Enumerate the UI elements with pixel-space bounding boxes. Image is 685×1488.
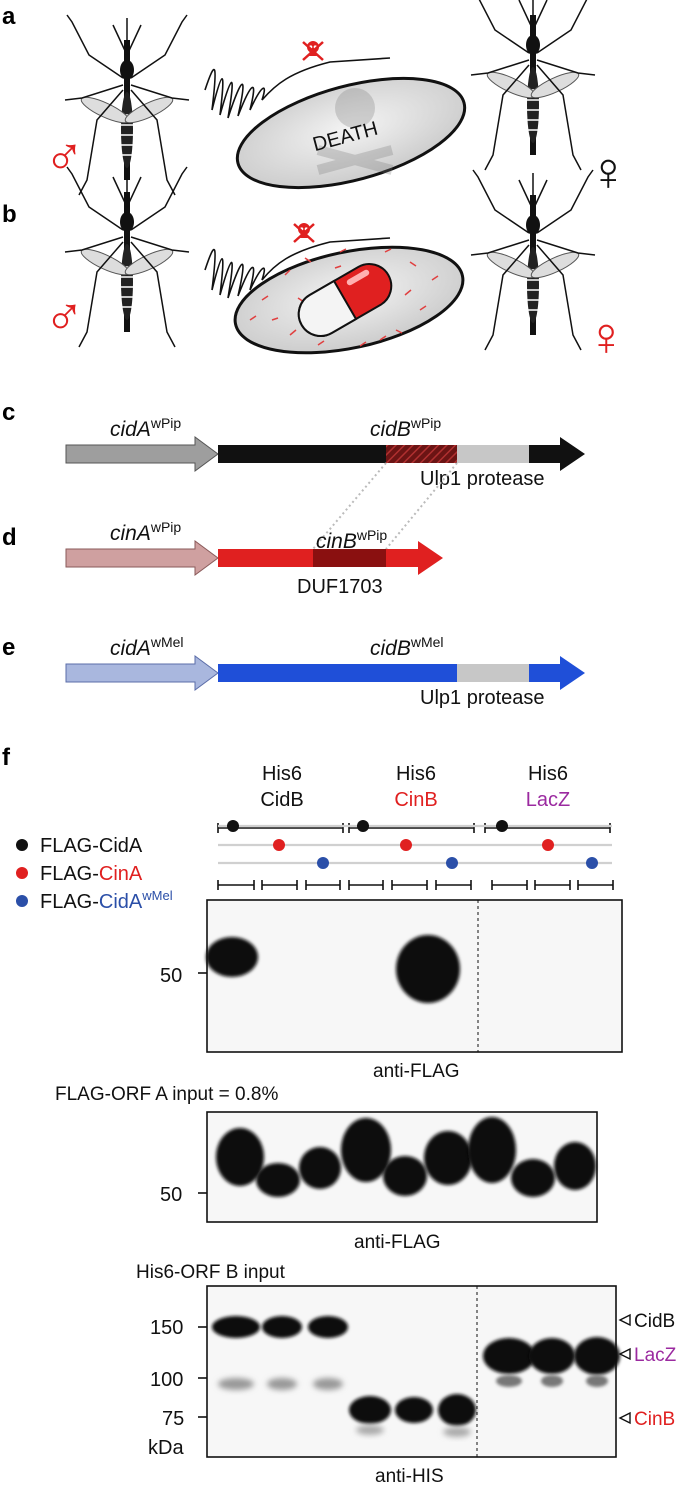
panel-label-a: a [2, 3, 16, 30]
cinA-wPip-gene-arrow [65, 540, 219, 576]
blot2-caption: anti-FLAG [354, 1232, 441, 1253]
his6-group-label: His6 [528, 763, 568, 785]
blot3-title: His6-ORF B input [136, 1262, 286, 1283]
legend: FLAG-CidA FLAG-CinA FLAG-CidAwMel [16, 835, 173, 913]
his6-group-label: His6 [396, 763, 436, 785]
legend-dot-cinA [16, 867, 28, 879]
panel-label-d: d [2, 524, 17, 551]
blot-1 [198, 899, 623, 1053]
lane-dots [227, 820, 598, 869]
skull-icon [301, 39, 325, 62]
sperm-icon [204, 237, 391, 299]
his6-group-label: His6 [262, 763, 302, 785]
panel-label-e: e [2, 634, 15, 661]
kda-unit-label: kDa [148, 1437, 184, 1459]
sperm-icon [204, 57, 391, 119]
female-mosquito-icon [471, 170, 595, 350]
band-label-cinB: CinB [634, 1409, 675, 1430]
ulp1-protease-domain [457, 445, 529, 463]
male-symbol-icon: ♂ [44, 127, 85, 187]
blot3-caption: anti-HIS [375, 1466, 444, 1487]
faded-skull-icon [316, 88, 394, 175]
domain-label-ulp1: Ulp1 protease [420, 687, 545, 709]
his6-group-protein: CinB [394, 789, 437, 811]
his6-group-protein: LacZ [526, 789, 570, 811]
lane-brackets [217, 880, 614, 890]
gene-label-cinB: cinBwPip [316, 527, 387, 553]
legend-label: FLAG-CidAwMel [40, 888, 173, 913]
antidote-capsule-icon [297, 263, 393, 337]
group-brackets [217, 823, 611, 833]
legend-dot-cidA [16, 839, 28, 851]
blot3-marker: 100 [150, 1369, 183, 1391]
homology-connector [385, 462, 458, 550]
ulp1-protease-domain [457, 664, 529, 682]
cidB-wMel-gene-arrow [218, 656, 585, 690]
band-arrow-icons [618, 1313, 631, 1425]
blot-band [206, 937, 258, 977]
female-mosquito-icon [471, 0, 595, 170]
blot3-marker: 75 [162, 1408, 184, 1430]
domain-label-ulp1: Ulp1 protease [420, 468, 545, 490]
blot1-marker: 50 [160, 965, 182, 987]
skull-icon [292, 221, 316, 244]
duf1703-domain [313, 549, 386, 567]
legend-dot-cidA-wMel [16, 895, 28, 907]
blot1-caption: anti-FLAG [373, 1061, 460, 1082]
female-symbol-icon: ♀ [588, 142, 629, 202]
band-label-lacZ: LacZ [634, 1345, 677, 1366]
panel-label-b: b [2, 201, 17, 228]
gene-label-cinA: cinAwPip [110, 519, 181, 545]
homology-connector [312, 462, 387, 550]
blot-2 [198, 1111, 598, 1223]
cidA-wPip-gene-arrow [65, 436, 219, 472]
panel-label-f: f [2, 744, 11, 771]
duf1703-homolog-domain [386, 445, 457, 463]
cidA-wMel-gene-arrow [65, 655, 219, 691]
gene-label-cidB: cidBwPip [370, 415, 441, 441]
male-symbol-icon: ♂ [44, 287, 85, 347]
antidote-particles [249, 248, 439, 347]
embryo-egg [235, 76, 467, 190]
blot-3 [198, 1285, 620, 1458]
legend-label: FLAG-CinA [40, 863, 143, 885]
blot2-title: FLAG-ORF A input = 0.8% [55, 1084, 278, 1105]
gene-label-cidA-wMel: cidAwMel [110, 634, 184, 660]
band-label-cidB: CidB [634, 1311, 675, 1332]
female-symbol-icon: ♀ [586, 307, 627, 367]
blot-band [396, 935, 460, 1003]
panel-label-c: c [2, 399, 15, 426]
gene-label-cidB-wMel: cidBwMel [370, 634, 444, 660]
domain-label-duf1703: DUF1703 [297, 576, 383, 598]
gene-label-cidA: cidAwPip [110, 415, 181, 441]
blot2-marker: 50 [160, 1184, 182, 1206]
his6-group-protein: CidB [260, 789, 303, 811]
legend-label: FLAG-CidA [40, 835, 143, 857]
blot3-marker: 150 [150, 1317, 183, 1339]
